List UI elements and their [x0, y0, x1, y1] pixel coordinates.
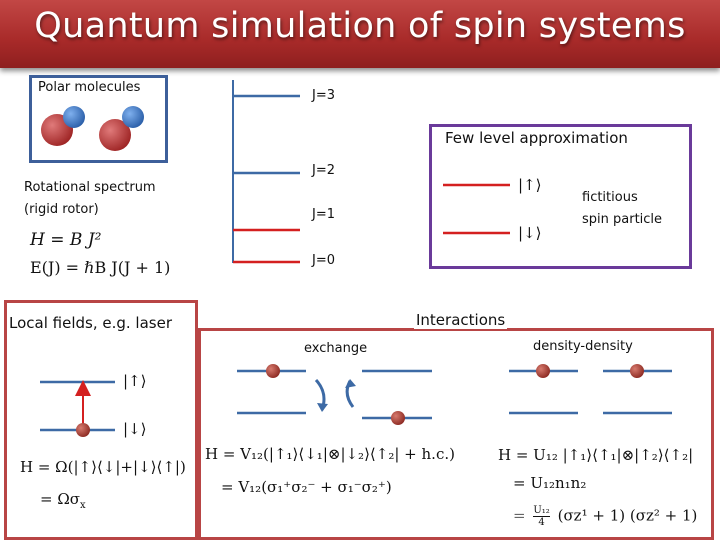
density-left-particle: [536, 364, 550, 378]
exchange-arrowhead-up: [345, 379, 356, 388]
level-label-j2: J=2: [312, 163, 335, 178]
exchange-left-particle: [266, 364, 280, 378]
title-bar: [0, 0, 720, 68]
density-eq3-numerator: U₁₂: [533, 505, 550, 517]
approx-up-state: |↑⟩: [518, 176, 542, 194]
exchange-equation-1: H = V₁₂(|↑₁⟩⟨↓₁|⊗|↓₂⟩⟨↑₂| + h.c.): [205, 445, 455, 463]
spin-particle-label: spin particle: [582, 212, 663, 227]
local-sigma-x: = Ωσx: [40, 490, 86, 511]
polar-molecules-box: [29, 75, 168, 163]
molecule-1: [41, 106, 85, 146]
local-fields-box: [4, 300, 198, 540]
rotational-spectrum-label: Rotational spectrum: [24, 180, 156, 195]
exchange-label: exchange: [304, 341, 368, 356]
molecule-2-red-atom: [99, 119, 131, 151]
density-equation-1: H = U₁₂ |↑₁⟩⟨↑₁|⊗|↑₂⟩⟨↑₂|: [498, 446, 694, 464]
density-eq3-equals: =: [513, 506, 526, 525]
density-eq3-fraction: U₁₂ 4: [533, 505, 550, 528]
local-hamiltonian: H = Ω(|↑⟩⟨↓|+|↓⟩⟨↑|): [20, 458, 186, 476]
level-label-j0: J=0: [312, 253, 335, 268]
level-label-j3: J=3: [312, 88, 335, 103]
molecule-2: [99, 106, 144, 151]
rigid-rotor-label: (rigid rotor): [24, 202, 99, 217]
fictitious-label: fictitious: [582, 190, 638, 205]
interactions-title: Interactions: [414, 311, 508, 329]
exchange-arrowhead-down: [317, 403, 328, 412]
approx-down-state: |↓⟩: [518, 224, 542, 242]
local-particle: [76, 423, 90, 437]
density-eq3-rest: (σz¹ + 1) (σz² + 1): [557, 506, 698, 525]
density-density-label: density-density: [533, 339, 633, 354]
page-title: Quantum simulation of spin systems: [34, 6, 686, 46]
density-right-particle: [630, 364, 644, 378]
density-equation-3: = U₁₂ 4 (σz¹ + 1) (σz² + 1): [513, 505, 697, 528]
local-down-state: |↓⟩: [123, 420, 147, 438]
local-sigma-x-sub: x: [80, 500, 86, 511]
level-label-j1: J=1: [312, 207, 335, 222]
exchange-equation-2: = V₁₂(σ₁⁺σ₂⁻ + σ₁⁻σ₂⁺): [221, 478, 392, 496]
rotor-hamiltonian: H = B J²: [30, 230, 102, 250]
molecule-2-blue-atom: [122, 106, 144, 128]
polar-molecules-label: Polar molecules: [38, 80, 141, 95]
local-sigma-x-text: = Ωσ: [40, 490, 81, 508]
molecule-1-blue-atom: [63, 106, 85, 128]
density-equation-2: = U₁₂n₁n₂: [513, 474, 587, 492]
few-level-approximation-box: [429, 124, 692, 269]
density-eq3-denominator: 4: [538, 517, 545, 528]
local-up-state: |↑⟩: [123, 372, 147, 390]
local-fields-title: Local fields, e.g. laser: [9, 314, 172, 332]
few-level-approximation-title: Few level approximation: [445, 129, 628, 147]
interactions-box: [198, 328, 714, 540]
rotor-energy: E(J) = ℏB J(J + 1): [30, 258, 171, 277]
exchange-right-particle: [391, 411, 405, 425]
